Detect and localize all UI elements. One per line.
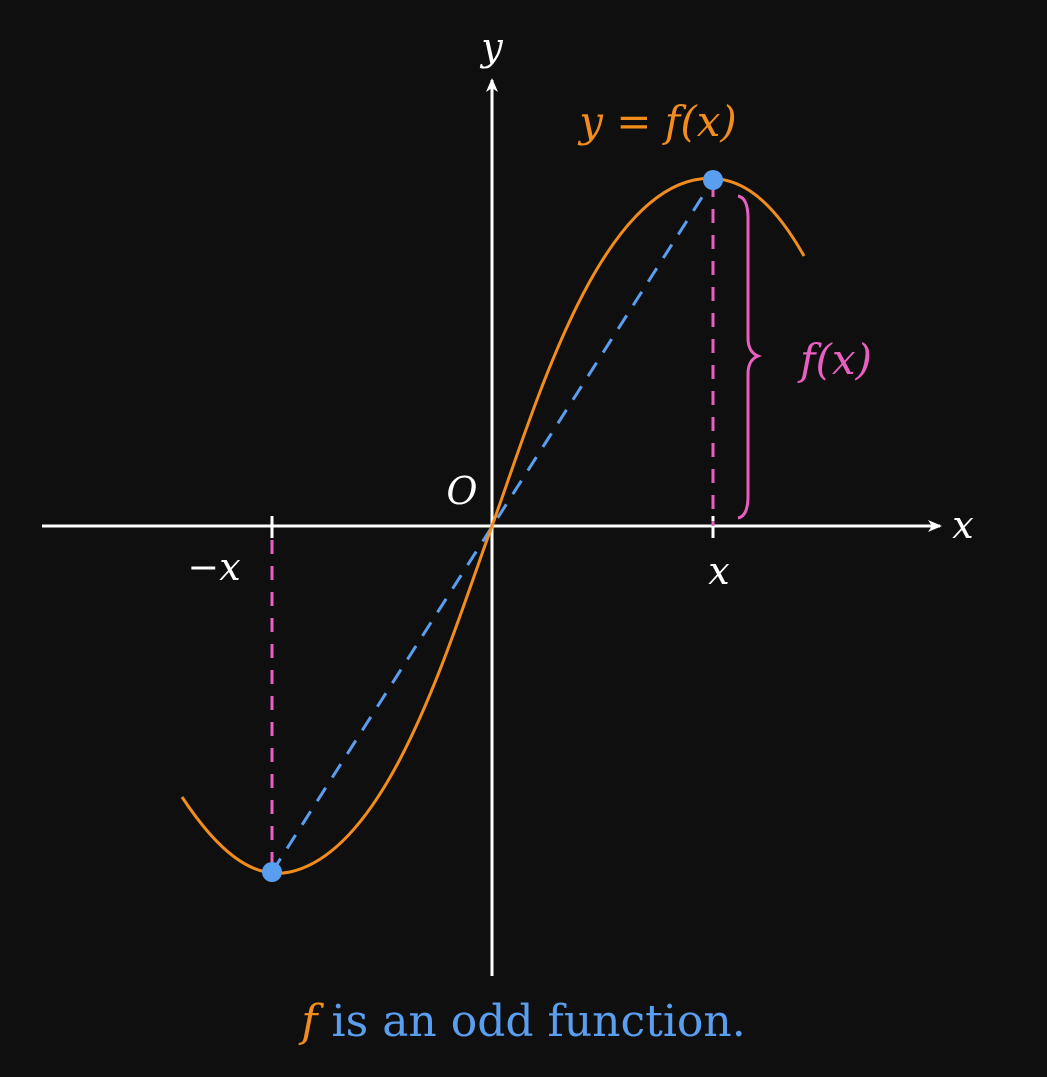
- x-axis-label: x: [952, 503, 973, 547]
- pos-x-tick-label: x: [708, 549, 729, 593]
- caption-text: is an odd function.: [317, 996, 746, 1047]
- curly-brace-icon: [737, 194, 763, 520]
- caption-function-symbol: f: [301, 996, 318, 1047]
- point-neg-x: [262, 862, 282, 882]
- caption: f is an odd function.: [0, 996, 1047, 1047]
- neg-x-tick-label: −x: [187, 545, 240, 589]
- brace-label: f(x): [797, 335, 872, 384]
- y-axis-label: y: [479, 25, 503, 69]
- secant-line: [270, 179, 715, 873]
- origin-label: O: [446, 469, 477, 513]
- diagram-canvas: y x O y = f(x) −x x f(x): [42, 25, 974, 976]
- point-pos-x: [703, 170, 723, 190]
- curve-label: y = f(x): [577, 97, 737, 146]
